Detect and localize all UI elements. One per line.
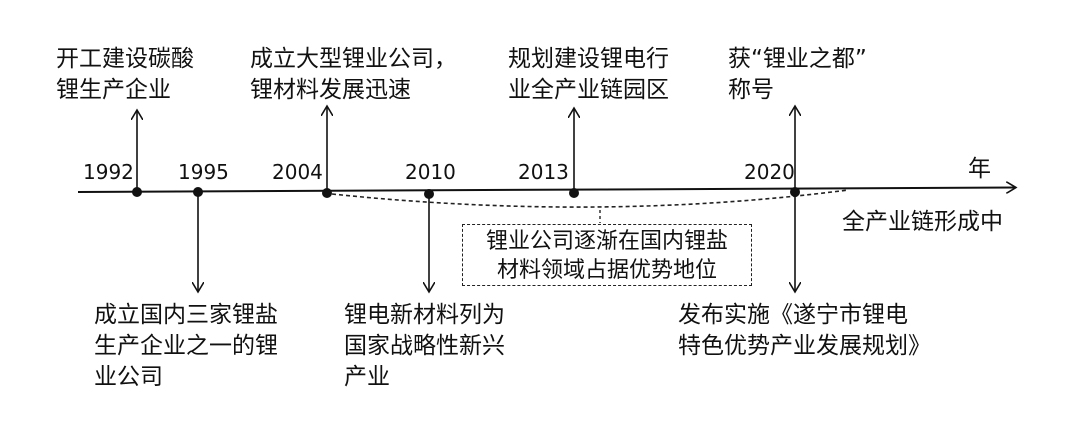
chain-forming-note: 全产业链形成中	[842, 209, 1003, 235]
event-2010: 锂电新材料列为 国家战略性新兴 产业	[344, 302, 505, 390]
year-dot-2013	[569, 188, 579, 198]
event-1995: 成立国内三家锂盐 生产企业之一的锂 业公司	[94, 302, 278, 390]
event-2020-plan: 发布实施《遂宁市锂电 特色优势产业发展规划》	[678, 302, 931, 359]
year-label-2010: 2010	[405, 160, 456, 184]
year-label-1992: 1992	[83, 160, 134, 184]
year-dot-1995	[193, 187, 203, 197]
event-2004: 成立大型锂业公司， 锂材料发展迅速	[250, 46, 457, 103]
event-2013: 规划建设锂电行 业全产业链园区	[508, 46, 669, 103]
year-dot-1992	[132, 187, 142, 197]
dotted-trend-line	[331, 189, 849, 208]
year-dot-2004	[322, 188, 332, 198]
event-1992: 开工建设碳酸 锂生产企业	[56, 46, 194, 103]
year-label-2013: 2013	[518, 160, 569, 184]
axis-label: 年	[968, 156, 991, 182]
timeline-axis	[77, 188, 1016, 193]
year-label-2004: 2004	[272, 160, 323, 184]
event-2020-title: 获“锂业之都” 称号	[728, 46, 867, 103]
year-label-2020: 2020	[744, 160, 795, 184]
year-dot-2020	[790, 187, 800, 197]
advantage-box: 锂业公司逐渐在国内锂盐 材料领域占据优势地位	[462, 224, 752, 286]
year-label-1995: 1995	[178, 160, 229, 184]
year-dot-2010	[424, 189, 434, 199]
